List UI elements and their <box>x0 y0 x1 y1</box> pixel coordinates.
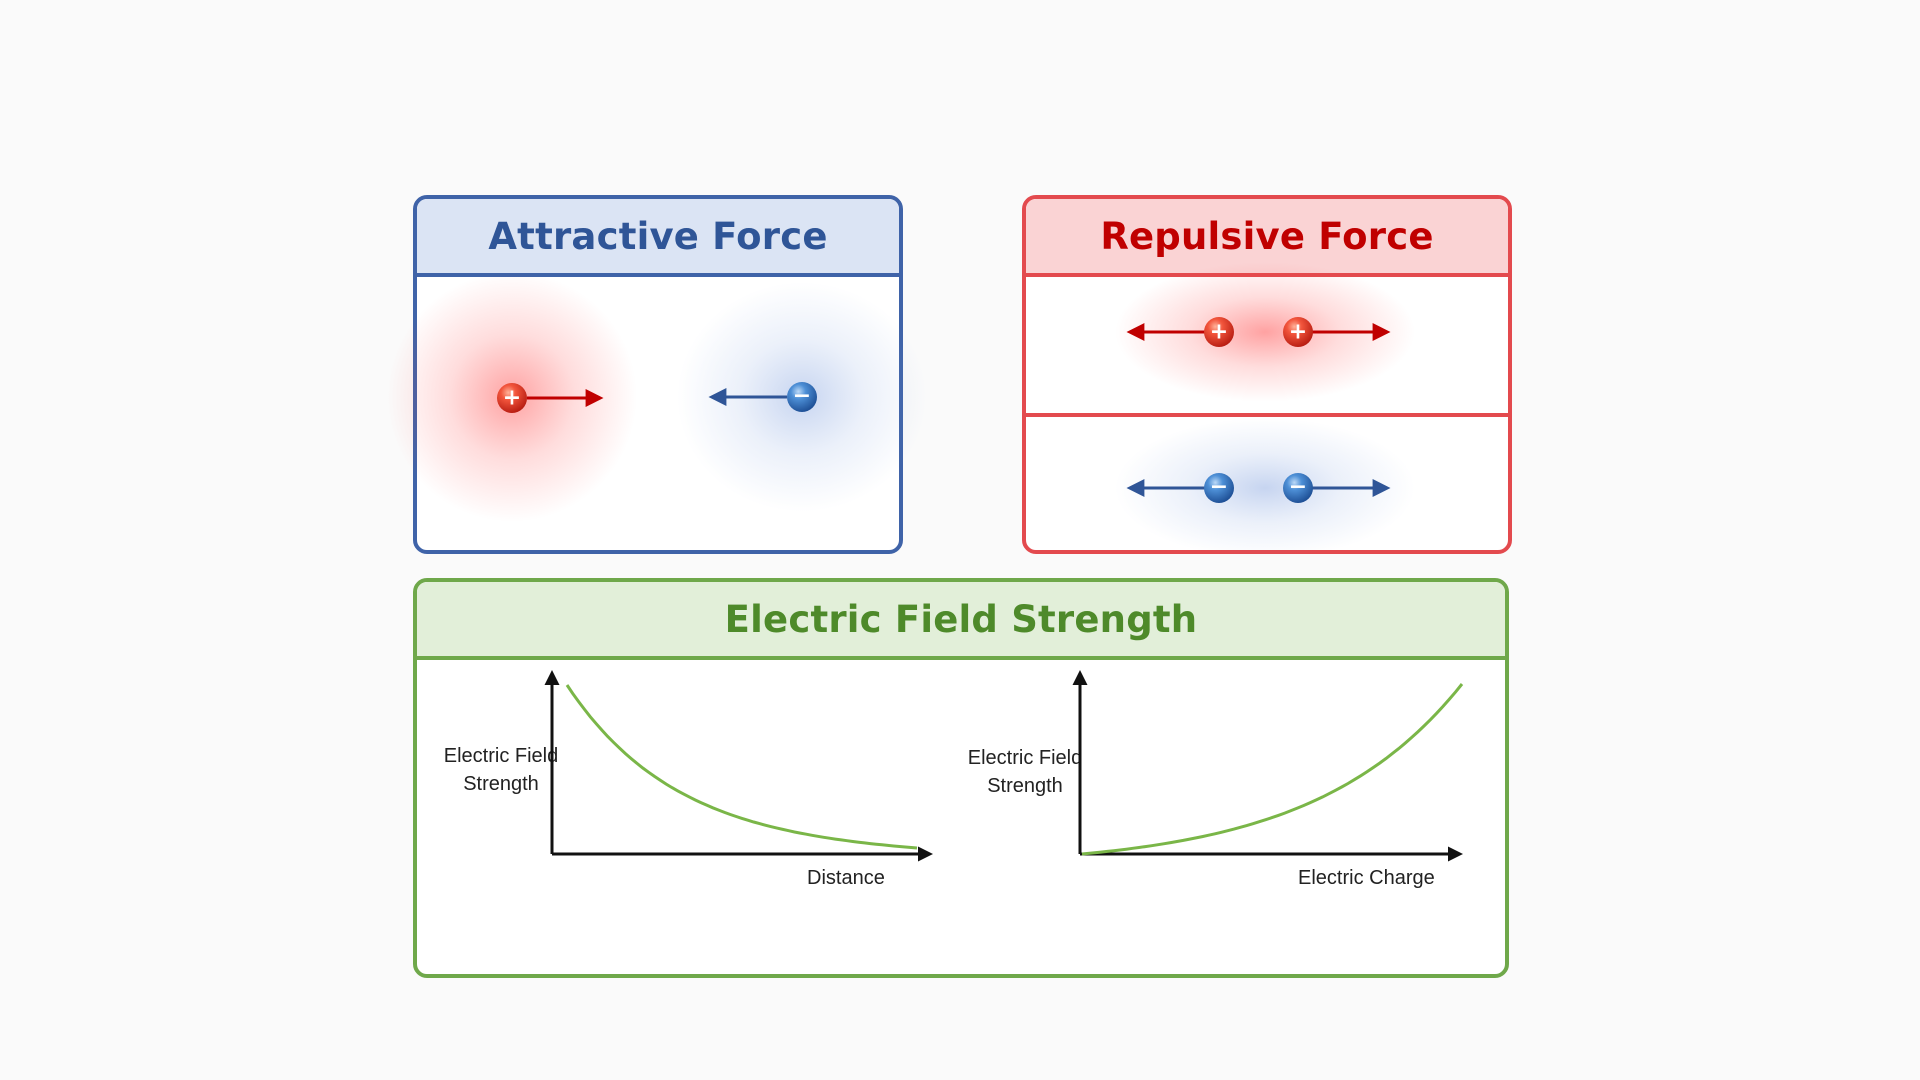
chart1-xlabel: Distance <box>807 867 885 889</box>
positive-pair-glow <box>1115 262 1415 402</box>
repel-positive-charge-right-icon: + <box>1283 317 1313 347</box>
svg-text:−: − <box>793 384 811 409</box>
chart2-ylabel-line2: Strength <box>987 775 1063 797</box>
repulsive-divider <box>1026 413 1508 417</box>
chart2-ylabel-line1: Electric Field <box>967 747 1083 769</box>
svg-text:−: − <box>1289 475 1307 500</box>
chart2-ylabel: Electric Field Strength <box>945 744 1105 800</box>
chart1-ylabel-line1: Electric Field <box>443 745 559 767</box>
chart2-xlabel: Electric Charge <box>1298 867 1435 889</box>
negative-pair-glow <box>1115 418 1415 558</box>
electric-field-strength-panel: Electric Field Strength Electric Field S… <box>413 578 1509 978</box>
svg-text:−: − <box>1210 475 1228 500</box>
chart1-ylabel: Electric Field Strength <box>421 742 581 798</box>
chart1-curve <box>565 684 918 850</box>
chart2-curve <box>1081 683 1464 856</box>
svg-text:+: + <box>1210 320 1228 345</box>
repel-negative-charge-left-icon: − <box>1204 473 1234 503</box>
repel-negative-charge-right-icon: − <box>1283 473 1313 503</box>
svg-text:+: + <box>1289 320 1307 345</box>
negative-charge-icon: − <box>787 382 817 412</box>
repel-positive-charge-left-icon: + <box>1204 317 1234 347</box>
positive-charge-icon: + <box>497 383 527 413</box>
chart1-ylabel-line2: Strength <box>463 773 539 795</box>
svg-text:+: + <box>503 386 521 411</box>
attractive-force-title: Attractive Force <box>417 199 899 277</box>
electric-field-strength-title: Electric Field Strength <box>417 582 1505 660</box>
